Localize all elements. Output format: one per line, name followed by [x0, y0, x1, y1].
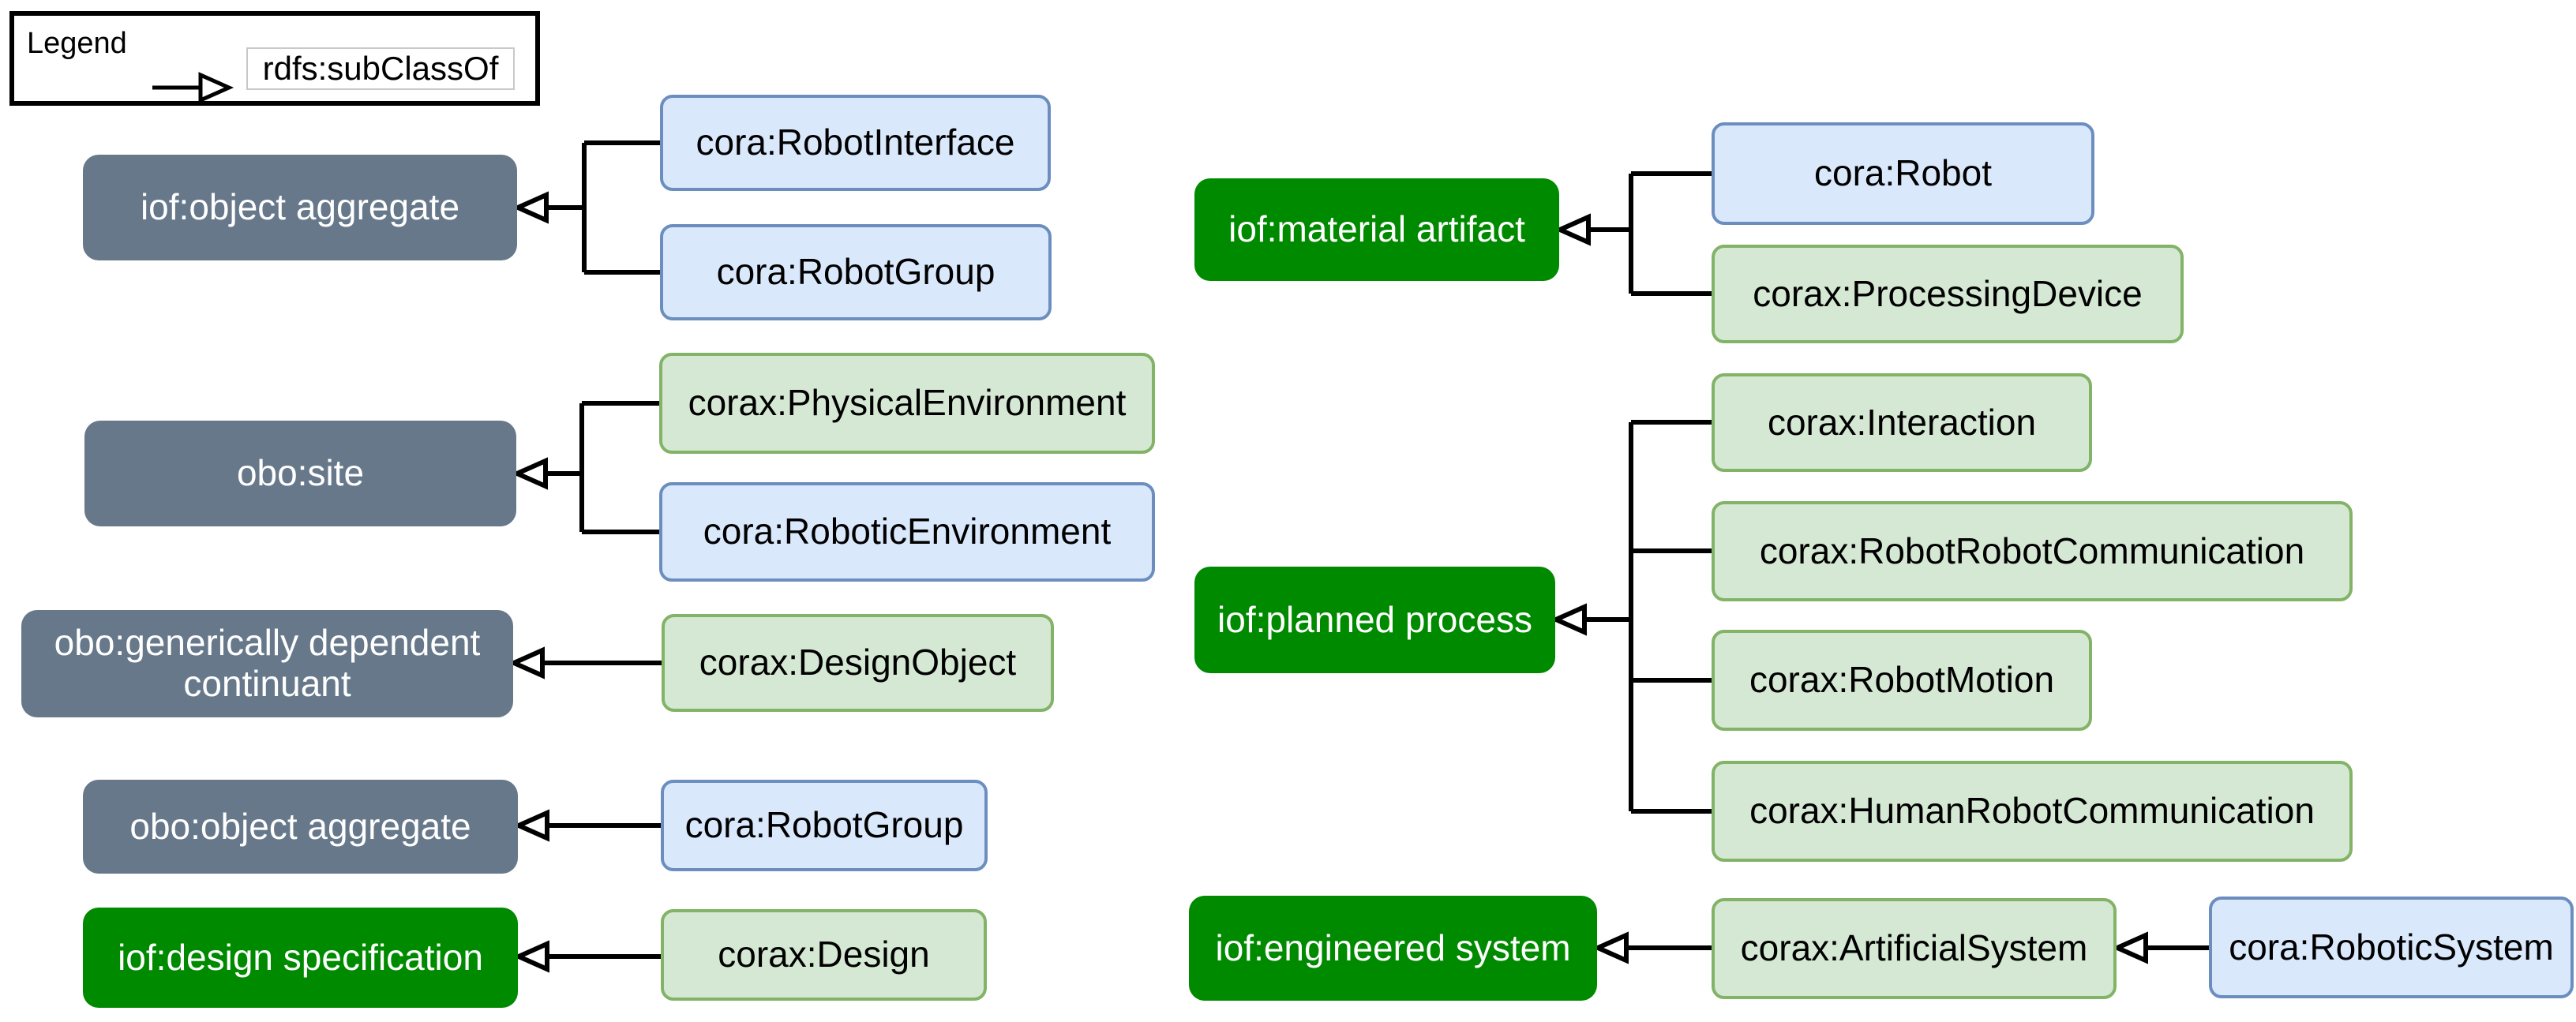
- node-corax-designobject: corax:DesignObject: [662, 614, 1054, 712]
- node-label: obo:generically dependent continuant: [54, 622, 481, 704]
- node-obo-generically-dependent-continuant: obo:generically dependent continuant: [21, 610, 513, 717]
- legend-box: Legend rdfs:subClassOf: [9, 11, 540, 106]
- node-label: iof:planned process: [1217, 598, 1532, 640]
- node-obo-site: obo:site: [84, 421, 516, 526]
- node-iof-material-artifact: iof:material artifact: [1194, 178, 1559, 281]
- edge-group-planned-process: [1550, 420, 1712, 814]
- node-label: cora:RoboticSystem: [2229, 926, 2554, 968]
- arrowhead-icon: [512, 809, 549, 842]
- arrowhead-icon: [1550, 603, 1587, 636]
- node-label: iof:engineered system: [1215, 927, 1571, 968]
- node-label: corax:ProcessingDevice: [1753, 272, 2143, 314]
- node-label: obo:site: [236, 452, 365, 494]
- node-cora-roboticenvironment: cora:RoboticEnvironment: [659, 482, 1155, 582]
- node-label: corax:Design: [718, 934, 930, 975]
- edge-group-generically-dependent: [508, 646, 662, 679]
- edge-group-obo-site: [511, 401, 659, 534]
- node-cora-robotgroup-2: cora:RobotGroup: [661, 780, 988, 871]
- edge-group-obo-object-aggregate: [512, 809, 661, 842]
- node-corax-physicalenvironment: corax:PhysicalEnvironment: [659, 353, 1155, 454]
- arrowhead-icon: [1554, 213, 1591, 246]
- node-cora-robot: cora:Robot: [1712, 122, 2094, 225]
- node-cora-roboticsystem: cora:RoboticSystem: [2209, 897, 2574, 998]
- node-label: corax:DesignObject: [699, 642, 1017, 683]
- node-label: cora:RoboticEnvironment: [703, 511, 1112, 552]
- node-label: iof:object aggregate: [140, 186, 460, 228]
- node-iof-design-specification: iof:design specification: [83, 908, 518, 1008]
- arrowhead-icon: [1592, 931, 1629, 964]
- arrowhead-icon: [508, 646, 545, 679]
- edge-group-material-artifact: [1554, 171, 1712, 296]
- node-label: corax:PhysicalEnvironment: [688, 382, 1127, 424]
- arrowhead-icon: [512, 191, 549, 224]
- node-corax-robotrobotcommunication: corax:RobotRobotCommunication: [1712, 501, 2353, 601]
- node-label: corax:ArtificialSystem: [1740, 927, 2088, 969]
- node-label: corax:Interaction: [1767, 401, 2037, 443]
- node-corax-processingdevice: corax:ProcessingDevice: [1712, 245, 2184, 343]
- node-label: cora:Robot: [1813, 152, 1992, 194]
- node-label: corax:HumanRobotCommunication: [1749, 790, 2315, 832]
- edge-group-object-aggregate: [512, 140, 660, 275]
- node-label: cora:RobotGroup: [716, 251, 996, 293]
- node-iof-engineered-system: iof:engineered system: [1189, 896, 1597, 1001]
- node-obo-object-aggregate: obo:object aggregate: [83, 780, 518, 874]
- node-label: obo:object aggregate: [129, 805, 471, 847]
- node-label: iof:design specification: [118, 936, 483, 978]
- node-corax-artificialsystem: corax:ArtificialSystem: [1712, 898, 2117, 999]
- arrowhead-icon: [511, 457, 548, 490]
- node-cora-robotinterface: cora:RobotInterface: [660, 95, 1051, 191]
- node-label: cora:RobotInterface: [696, 122, 1015, 163]
- node-iof-object-aggregate: iof:object aggregate: [83, 155, 517, 260]
- arrowhead-icon: [2111, 931, 2148, 964]
- node-corax-robotmotion: corax:RobotMotion: [1712, 630, 2092, 731]
- node-cora-robotgroup-1: cora:RobotGroup: [660, 224, 1052, 320]
- node-iof-planned-process: iof:planned process: [1194, 567, 1555, 673]
- node-corax-design: corax:Design: [661, 909, 987, 1001]
- node-corax-interaction: corax:Interaction: [1712, 373, 2092, 472]
- node-label: iof:material artifact: [1228, 208, 1525, 250]
- node-label: corax:RobotMotion: [1749, 659, 2055, 701]
- legend-title: Legend: [27, 27, 127, 60]
- legend-edge-label: rdfs:subClassOf: [246, 47, 515, 90]
- node-label: corax:RobotRobotCommunication: [1759, 530, 2305, 571]
- arrowhead-icon: [512, 940, 549, 973]
- edge-group-design-specification: [512, 940, 661, 973]
- node-corax-humanrobotcommunication: corax:HumanRobotCommunication: [1712, 761, 2353, 862]
- node-label: cora:RobotGroup: [684, 804, 964, 846]
